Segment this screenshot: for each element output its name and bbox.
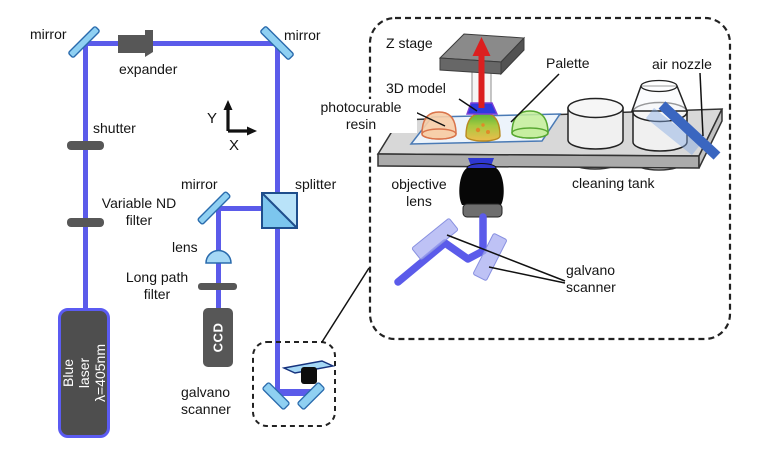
label-z-stage: Z stage [386,35,433,51]
label-mirror-top-left: mirror [30,26,67,42]
resin-dome-green [511,110,549,139]
model-dome-3d [465,112,501,142]
label-photocurable-resin: photocurable resin [305,99,417,133]
label-mirror-mid: mirror [181,176,218,192]
pointer-galvano-2 [488,266,566,284]
galvano-box-internals [262,360,336,410]
galvano-motor-icon [301,367,317,384]
label-lens: lens [172,239,198,255]
blue-laser-label: Blue laser λ=405nm [60,344,109,402]
label-mirror-top-right: mirror [284,27,321,43]
splitter-icon [261,192,298,229]
label-galvano-left: galvano scanner [181,384,231,417]
label-shutter: shutter [93,120,136,136]
lens-icon [205,249,232,264]
mirror-mid-icon [197,191,231,225]
shutter-icon [67,141,104,150]
glass-funnel [630,79,689,112]
label-splitter: splitter [295,176,337,192]
cleaning-tank-1 [567,97,624,150]
scanned-beam [394,213,487,286]
label-axis-x: X [229,137,240,154]
label-galvano-inset: galvano scanner [566,262,616,295]
z-stage-arrow-icon [472,37,491,108]
nd-filter-icon [67,218,104,227]
label-axis-y: Y [207,110,218,127]
label-air-nozzle: air nozzle [652,56,712,72]
label-cleaning-tank: cleaning tank [572,175,655,191]
pointer-lines [412,72,704,284]
laser-focus-glow [466,102,499,115]
resin-dome-orange [421,111,457,140]
galvano-mirror-left-icon [262,382,290,410]
galvano-box-outline [252,341,336,427]
label-objective-lens: objective lens [391,176,447,209]
pointer-air-nozzle [699,72,704,137]
expander-icon [118,30,153,57]
label-long-path-filter: Long path filter [125,269,189,302]
xy-axes-icon [223,100,257,136]
label-nd-filter: Variable ND filter [101,195,177,228]
galvano-mirror-right-icon [297,382,325,410]
air-nozzle-icon [658,101,721,160]
inset-outline [368,16,732,341]
label-palette: Palette [546,55,590,71]
blue-laser-box: Blue laser λ=405nm [58,308,110,438]
air-stream [645,107,701,156]
scan-mirror-right-icon [473,233,507,281]
label-expander: expander [119,61,178,77]
objective-body [459,168,504,205]
pointer-galvano-1 [446,234,566,282]
scan-mirror-left-icon [411,218,459,260]
inset-connector-line [321,267,370,343]
ccd-box: CCD [203,308,233,367]
label-3d-model: 3D model [386,80,446,96]
long-path-filter-icon [198,283,237,290]
mirror-top-left-icon [68,26,100,58]
pointer-3d-model [458,98,478,112]
pointer-photocurable [412,110,446,127]
ccd-label: CCD [210,322,226,353]
pointer-palette [510,73,560,123]
mirror-top-right-icon [260,26,294,60]
